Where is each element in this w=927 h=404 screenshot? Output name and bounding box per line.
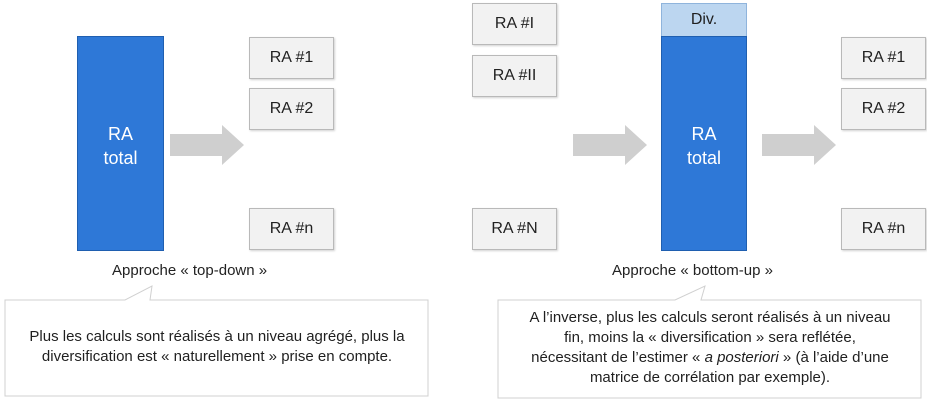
ra-box-1-left: RA #1 xyxy=(249,37,334,79)
ra-box-I: RA #I xyxy=(472,3,557,45)
ra-box-2-right: RA #2 xyxy=(841,88,926,130)
ra-total-label-line1: RA xyxy=(107,124,133,144)
ra-box-2-left: RA #2 xyxy=(249,88,334,130)
ra-box-n-right: RA #n xyxy=(841,208,926,250)
callout-right-line2: fin, moins la « diversification » sera r… xyxy=(564,329,856,346)
ra-box-N: RA #N xyxy=(472,208,557,250)
ra-box-1-right: RA #1 xyxy=(841,37,926,79)
ra-total-bar-bottomup: RA total xyxy=(661,36,747,251)
callout-right-line3-post: » (à l’aide d’une xyxy=(778,349,889,366)
callout-bubble-left xyxy=(4,285,429,397)
caption-top-down: Approche « top-down » xyxy=(112,262,268,279)
callout-bubble-right xyxy=(497,285,922,399)
arrow-right-icon xyxy=(170,125,244,165)
callout-right-line3-em: a posteriori xyxy=(704,349,779,366)
ra-box-n-left: RA #n xyxy=(249,208,334,250)
callout-text-left: Plus les calculs sont réalisés à un nive… xyxy=(8,327,426,367)
ra-box-II: RA #II xyxy=(472,55,557,97)
callout-left-line1: Plus les calculs sont réalisés à un nive… xyxy=(29,328,405,345)
callout-right-line3: nécessitant de l’estimer « a posteriori … xyxy=(500,348,920,368)
ra-total-label-line2: total xyxy=(686,148,722,168)
arrow-right-icon xyxy=(573,125,647,165)
diversification-segment: Div. xyxy=(661,3,747,37)
callout-left-line2: diversification est « naturellement » pr… xyxy=(41,348,393,365)
callout-right-line4: matrice de corrélation par exemple). xyxy=(589,369,831,386)
callout-right-line1: A l’inverse, plus les calculs seront réa… xyxy=(529,309,891,326)
ra-total-label-line2: total xyxy=(103,148,138,168)
callout-right-line3-pre: nécessitant de l’estimer « xyxy=(531,349,705,366)
caption-bottom-up: Approche « bottom-up » xyxy=(612,262,773,279)
callout-text-right: A l’inverse, plus les calculs seront réa… xyxy=(500,308,920,388)
arrow-right-icon xyxy=(762,125,836,165)
ra-total-bar-topdown: RA total xyxy=(77,36,164,251)
ra-total-label-line1: RA xyxy=(691,124,717,144)
